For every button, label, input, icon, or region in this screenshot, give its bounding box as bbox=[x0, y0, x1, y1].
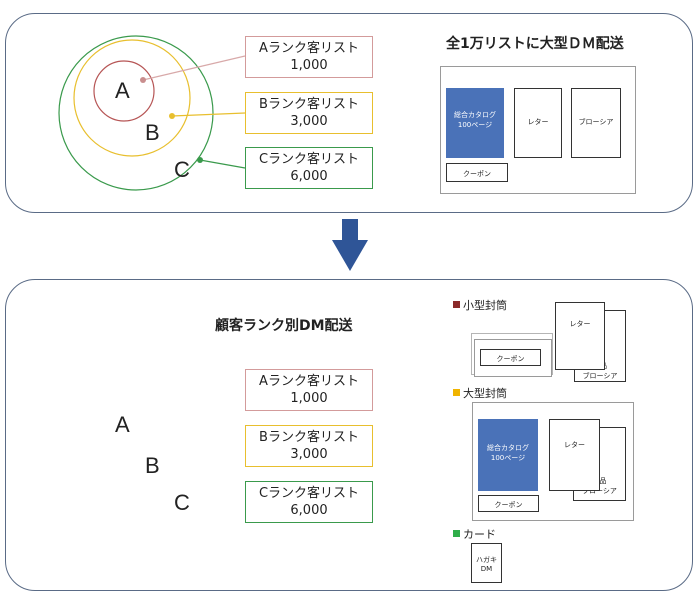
catalog-top: 総合カタログ 100ページ bbox=[446, 88, 504, 158]
letter-bottom: レター bbox=[549, 419, 600, 491]
catalog-bottom: 総合カタログ 100ページ bbox=[478, 419, 538, 491]
coupon-small: クーポン bbox=[480, 349, 541, 366]
letter-top: レター bbox=[514, 88, 562, 158]
list-label: Cランク客リスト bbox=[258, 152, 360, 167]
down-arrow-icon bbox=[332, 219, 368, 271]
list-count: 6,000 bbox=[290, 169, 328, 184]
top-title: 全1万リストに大型ＤＭ配送 bbox=[446, 36, 624, 52]
legend-small-envelope: 小型封筒 bbox=[453, 297, 507, 313]
dot-b-top bbox=[169, 113, 175, 119]
list-label: Cランク客リスト bbox=[258, 486, 360, 501]
list-count: 3,000 bbox=[290, 114, 328, 129]
square-icon bbox=[453, 530, 460, 537]
circle-label-b-bottom: B bbox=[145, 453, 160, 478]
legend-large-envelope: 大型封筒 bbox=[453, 385, 507, 401]
circle-label-b-top: B bbox=[145, 120, 160, 145]
circle-label-a-top: A bbox=[115, 78, 130, 103]
list-box-a-top: Aランク客リスト 1,000 bbox=[245, 36, 373, 78]
list-box-c-bottom: Cランク客リスト 6,000 bbox=[245, 481, 373, 523]
list-count: 3,000 bbox=[290, 447, 328, 462]
circle-label-c-bottom: C bbox=[174, 490, 190, 515]
circle-a-top bbox=[93, 60, 155, 122]
list-label: Bランク客リスト bbox=[259, 430, 359, 445]
list-count: 1,000 bbox=[290, 58, 328, 73]
list-label: Aランク客リスト bbox=[259, 374, 359, 389]
brochure-top: ブローシア bbox=[571, 88, 621, 158]
dot-c-top bbox=[197, 157, 203, 163]
list-box-a-bottom: Aランク客リスト 1,000 bbox=[245, 369, 373, 411]
circle-label-a-bottom: A bbox=[115, 412, 130, 437]
legend-card: カード bbox=[453, 526, 496, 542]
bottom-title: 顧客ランク別DM配送 bbox=[215, 318, 353, 334]
list-count: 6,000 bbox=[290, 503, 328, 518]
square-icon bbox=[453, 389, 460, 396]
list-label: Bランク客リスト bbox=[259, 97, 359, 112]
coupon-bottom: クーポン bbox=[478, 495, 539, 512]
list-box-b-top: Bランク客リスト 3,000 bbox=[245, 92, 373, 134]
list-box-c-top: Cランク客リスト 6,000 bbox=[245, 147, 373, 189]
postcard-dm: ハガキ DM bbox=[471, 543, 502, 583]
list-box-b-bottom: Bランク客リスト 3,000 bbox=[245, 425, 373, 467]
circle-c-top bbox=[58, 35, 214, 191]
letter-small: レター bbox=[555, 302, 605, 370]
circle-b-top bbox=[73, 39, 191, 157]
list-label: Aランク客リスト bbox=[259, 41, 359, 56]
coupon-top: クーポン bbox=[446, 163, 508, 182]
list-count: 1,000 bbox=[290, 391, 328, 406]
circle-label-c-top: C bbox=[174, 157, 190, 182]
square-icon bbox=[453, 301, 460, 308]
dot-a-top bbox=[140, 77, 146, 83]
